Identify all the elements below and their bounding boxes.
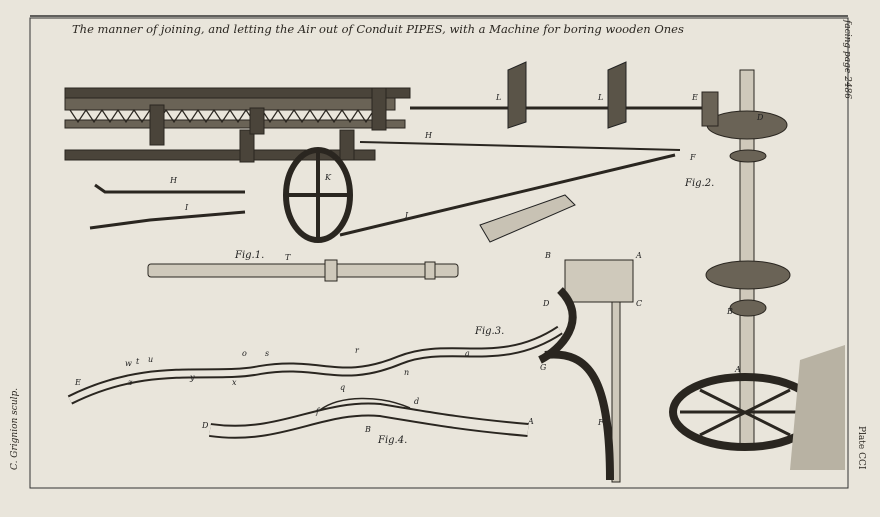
label-q: q (340, 383, 345, 392)
label-a: a (465, 349, 470, 358)
label-fig2: Fig.2. (684, 178, 714, 189)
label-fig1: Fig.1. (234, 250, 264, 261)
pipe-t (147, 259, 459, 282)
water-hatching (790, 345, 845, 470)
label-H-rod: H (424, 131, 433, 140)
label-y: y (189, 373, 195, 382)
label-E-pipe: E (74, 378, 81, 387)
label-s: s (265, 349, 269, 358)
vertical-machine (669, 69, 821, 451)
pipe-fig4-bore (209, 404, 529, 437)
label-F-junction: F (597, 418, 604, 427)
rod-i (339, 153, 676, 237)
label-L1: L (495, 93, 501, 102)
label-B-fig4: B (364, 425, 371, 434)
rod-h (359, 141, 681, 151)
air-vent-loop (319, 397, 411, 411)
tools (89, 183, 246, 230)
label-x: x (232, 378, 237, 387)
plate-border (29, 17, 849, 489)
label-K: K (324, 173, 332, 182)
label-B-junction: B (544, 251, 551, 260)
label-G: G (540, 363, 547, 372)
label-t: t (136, 357, 140, 366)
label-A-fig4: A (527, 417, 534, 426)
trough (479, 194, 576, 243)
label-C: C (636, 299, 642, 308)
label-r: r (355, 346, 360, 355)
conduit-pipe-bore (68, 327, 562, 403)
label-H-tool: H (169, 176, 178, 185)
pipe-junction (538, 259, 634, 483)
label-I-tool: I (184, 203, 189, 212)
boring-machine-frame (64, 87, 411, 163)
label-F-top: F (689, 153, 696, 162)
label-D-junction: D (542, 299, 550, 308)
label-B-vertical: B (726, 307, 733, 316)
label-o: o (242, 349, 247, 358)
label-z: z (127, 378, 133, 387)
label-u: u (148, 355, 153, 364)
plate-title: The manner of joining, and letting the A… (72, 22, 684, 36)
shaft-support-1 (507, 61, 527, 129)
label-T: T (285, 253, 291, 262)
label-A-junction: A (635, 251, 642, 260)
label-L2: L (597, 93, 603, 102)
label-E: E (691, 93, 698, 102)
label-D-fig4: D (201, 421, 209, 430)
label-I-rod: I (404, 211, 409, 220)
label-A-vertical: A (734, 365, 741, 374)
label-f: f (315, 407, 321, 416)
shaft-support-2 (607, 61, 627, 129)
label-D-top: D (756, 113, 764, 122)
wheel-k (283, 147, 353, 243)
label-fig4: Fig.4. (377, 435, 407, 446)
label-fig3: Fig.3. (474, 326, 504, 337)
label-n: n (404, 368, 409, 377)
label-w: w (125, 359, 132, 368)
label-d: d (414, 397, 419, 406)
conduit-pipe (67, 325, 563, 405)
